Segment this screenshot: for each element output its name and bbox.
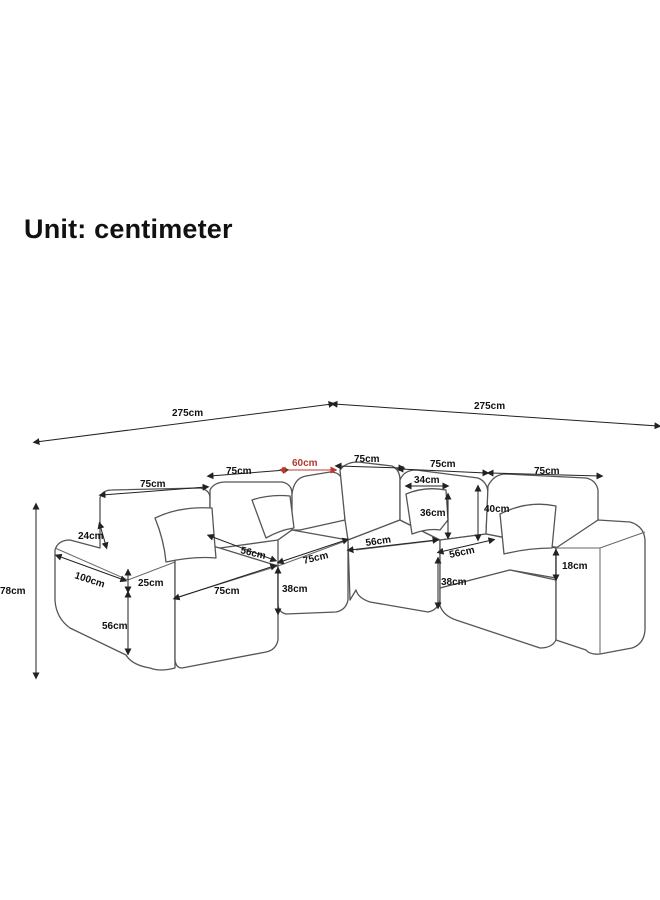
dimension-labels: 275cm 275cm 78cm 75cm 75cm 60cm 75cm 75c… [0,401,588,632]
label-arm-height: 56cm [102,621,128,632]
pillow-right [499,503,557,555]
label-height-total: 78cm [0,586,26,597]
label-arm-top: 25cm [138,578,164,589]
sofa-outline [54,461,646,671]
label-seat-depth-3: 56cm [448,545,475,561]
label-seat-depth-2: 56cm [365,535,392,549]
label-overall-right: 275cm [474,401,505,412]
page-title: Unit: centimeter [24,214,233,244]
corner-back [291,471,346,531]
label-seat-height-2: 38cm [441,577,467,588]
pillow-third [405,488,449,535]
label-overall-left: 275cm [172,408,203,419]
label-pillow-width: 34cm [414,475,440,486]
label-back-height: 40cm [484,504,510,515]
label-seat-width-1: 75cm [140,479,166,490]
label-cushion-thickness: 18cm [562,561,588,572]
label-seat-width-3: 75cm [354,454,380,465]
label-back-thickness: 24cm [78,531,104,542]
label-seat-width-4: 75cm [430,459,456,470]
label-corner-width: 60cm [292,458,318,469]
label-pillow-height: 36cm [420,508,446,519]
left-seat [174,544,279,669]
label-seat-width-2: 75cm [226,466,252,477]
dimension-lines [32,400,660,680]
label-seat-front-width: 75cm [214,586,240,597]
label-seat-height-1: 38cm [282,584,308,595]
label-seat-width-5: 75cm [534,466,560,477]
